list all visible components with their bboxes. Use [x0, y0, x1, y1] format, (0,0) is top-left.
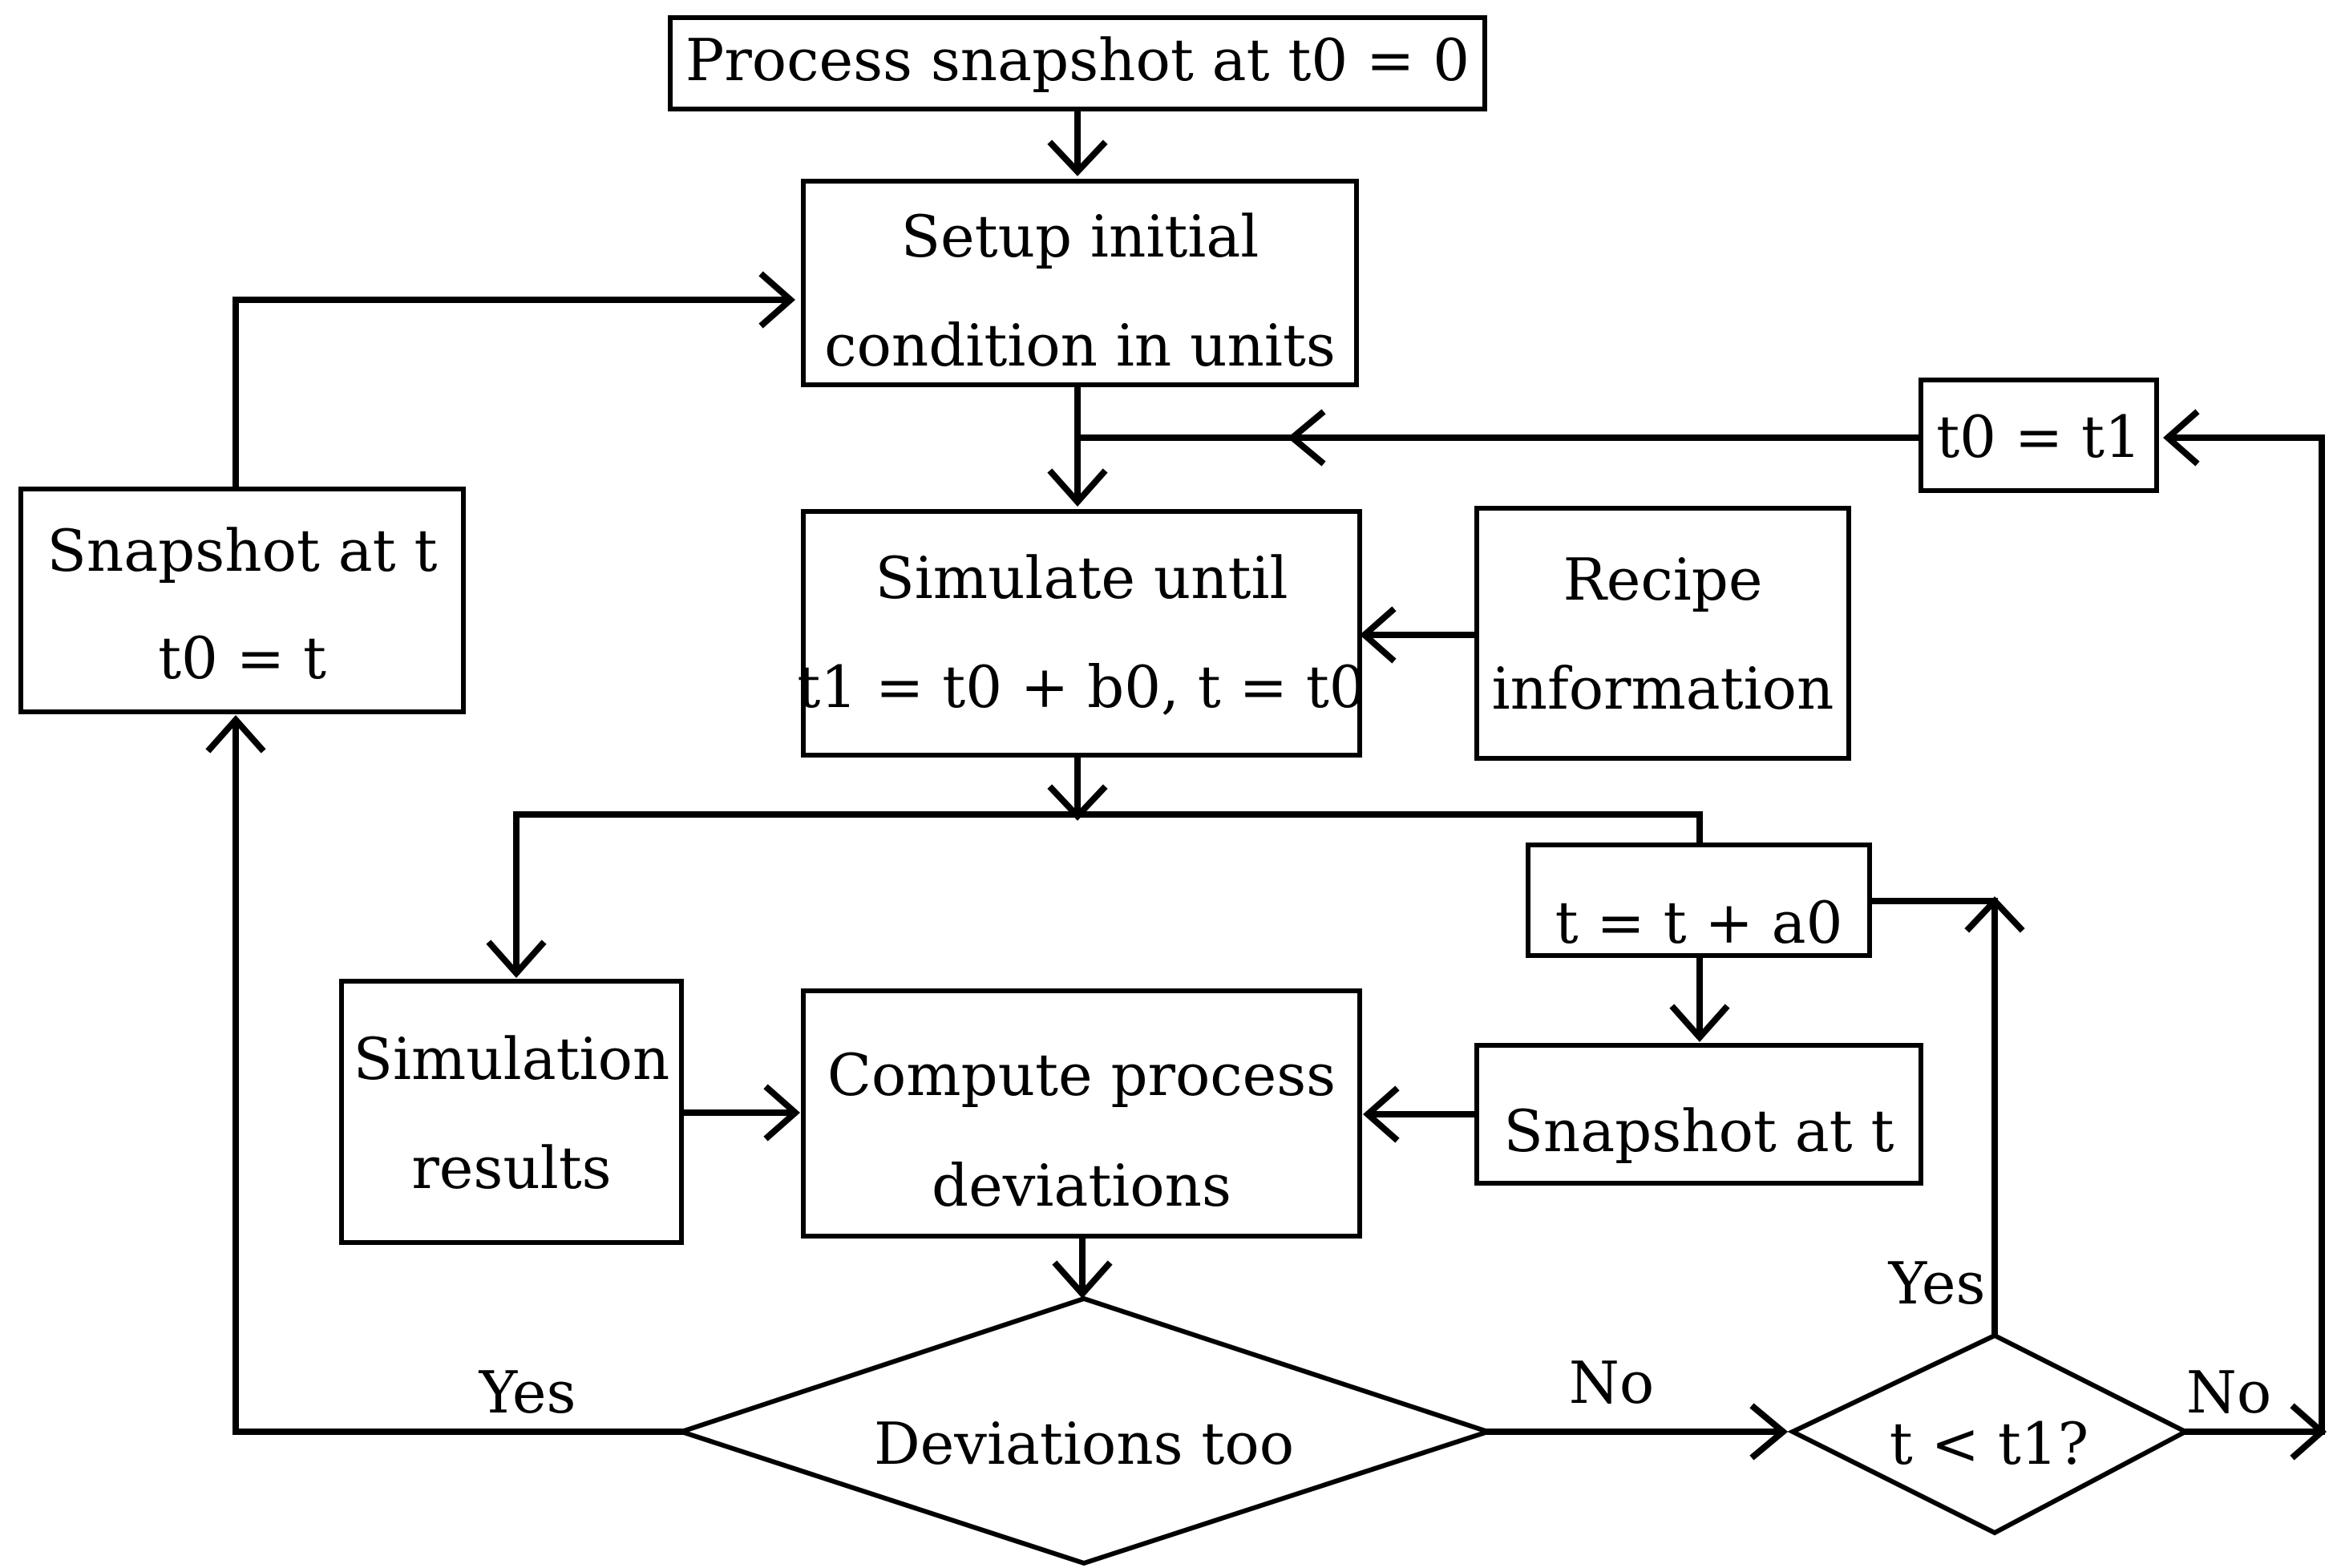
node-snapshot-at-t: Snapshot at t [1474, 1043, 1923, 1186]
edge-simulate-to-bus [513, 755, 1703, 845]
node-snapshot-at-t-label: Snapshot at t [1504, 1097, 1894, 1165]
edge-process-to-setup [1047, 109, 1108, 176]
edge-snapshot-to-compute [1362, 1085, 1477, 1143]
node-t0-equals-t1-label: t0 = t1 [1936, 403, 2141, 471]
node-process-snapshot: Process snapshot at t0 = 0 [668, 15, 1487, 111]
node-snapshot-t0-line1: Snapshot at t [47, 517, 438, 584]
node-simulation-results-line1: Simulation [354, 1025, 670, 1093]
node-recipe-information-line1: Recipe [1563, 546, 1763, 613]
node-setup-initial-condition: Setup initial condition in units [801, 179, 1359, 387]
decision-deviations-too-label: Deviations too [874, 1410, 1294, 1477]
node-compute-process-deviations-line2: deviations [932, 1152, 1231, 1219]
node-recipe-information-line2: information [1492, 655, 1834, 722]
edge-no-to-t-less-t1 [1486, 1403, 1789, 1461]
node-setup-initial-condition-line1: Setup initial [901, 203, 1259, 270]
node-t-plus-a0-label: t = t + a0 [1555, 889, 1843, 956]
node-snapshot-t0: Snapshot at t t0 = t [18, 487, 466, 714]
edge-no-to-t0t1 [2162, 409, 2327, 1461]
edge-yes-to-tplusa0 [1870, 896, 2025, 1336]
edge-t0t1-to-simulate [1078, 409, 1921, 467]
node-simulate-until-line1: Simulate until [875, 544, 1288, 612]
edge-setup-to-simulate [1047, 385, 1108, 507]
edge-label-yes-left: Yes [479, 1359, 576, 1426]
decision-deviations-too: Deviations too [673, 1295, 1496, 1566]
decision-t-less-t1: t < t1? [1787, 1332, 2191, 1536]
edge-recipe-to-simulate [1359, 606, 1477, 664]
node-t-plus-a0: t = t + a0 [1526, 843, 1872, 958]
node-process-snapshot-label: Process snapshot at t0 = 0 [685, 26, 1470, 94]
node-setup-initial-condition-line2: condition in units [824, 312, 1336, 379]
edge-yes-to-snapshot-t0 [205, 714, 683, 1435]
edge-label-yes-right: Yes [1888, 1250, 1986, 1317]
edge-tplusa0-to-snapshot [1669, 956, 1730, 1043]
node-snapshot-t0-line2: t0 = t [158, 624, 326, 692]
node-simulation-results-line2: results [411, 1134, 611, 1202]
edge-label-no-right: No [2186, 1359, 2271, 1426]
node-simulation-results: Simulation results [339, 979, 684, 1245]
node-simulate-until: Simulate until t1 = t0 + b0, t = t0 [797, 509, 1366, 758]
node-simulate-until-line2: t1 = t0 + b0, t = t0 [797, 653, 1365, 721]
edge-compute-to-decision [1052, 1236, 1113, 1299]
edge-results-to-compute [681, 1084, 801, 1142]
edge-bus-to-simulation-results [486, 811, 547, 979]
edge-label-no-middle: No [1569, 1349, 1654, 1416]
node-t0-equals-t1: t0 = t1 [1919, 378, 2159, 493]
node-compute-process-deviations-line1: Compute process [827, 1041, 1336, 1109]
edge-snapshot-t0-to-setup [232, 271, 796, 489]
decision-t-less-t1-label: t < t1? [1890, 1410, 2088, 1477]
node-compute-process-deviations: Compute process deviations [801, 988, 1362, 1239]
node-recipe-information: Recipe information [1474, 506, 1851, 761]
